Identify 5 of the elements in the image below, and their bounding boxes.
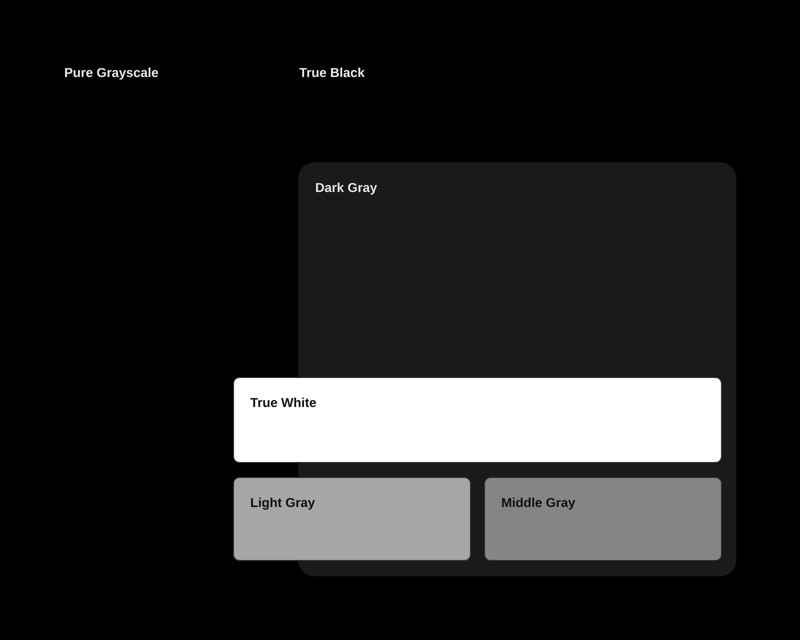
swatch-card: True White bbox=[233, 377, 722, 463]
swatch-card: Light Gray bbox=[233, 477, 471, 561]
title: Pure Grayscale bbox=[65, 68, 158, 80]
section-label: True Black bbox=[299, 68, 365, 78]
swatch-card: Middle Gray bbox=[484, 477, 722, 561]
